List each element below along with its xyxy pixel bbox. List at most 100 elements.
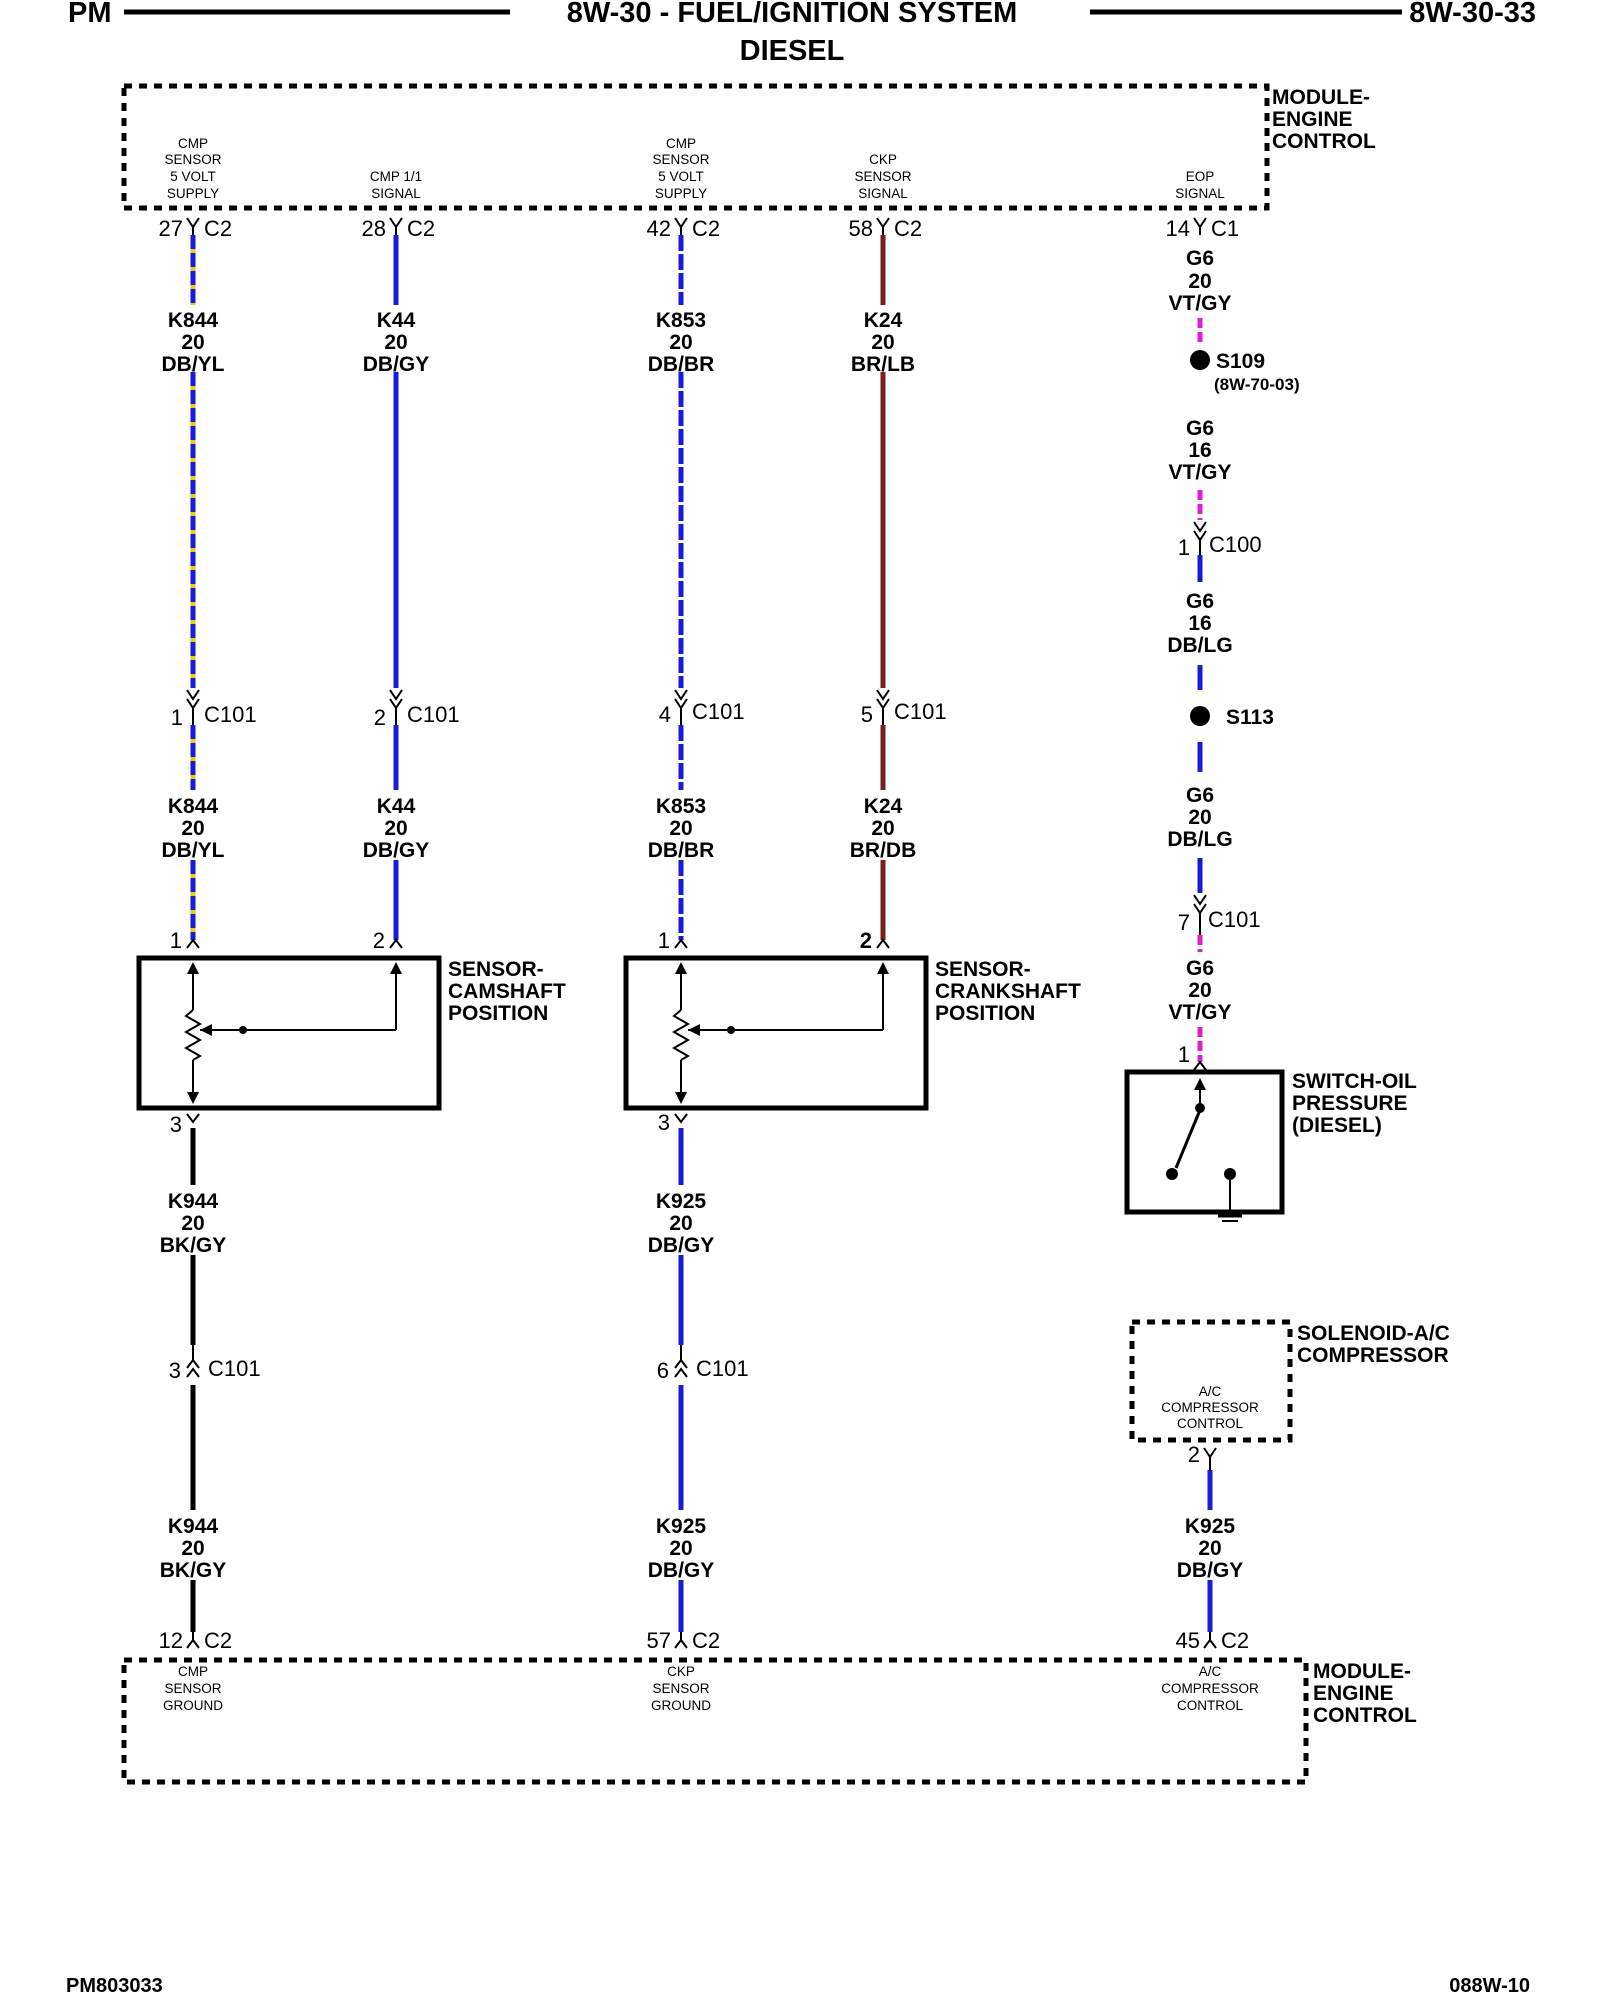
svg-text:G6: G6 [1186, 784, 1214, 807]
svg-text:20: 20 [1188, 806, 1211, 829]
svg-text:K925: K925 [1185, 1515, 1236, 1538]
svg-text:SENSOR-: SENSOR- [448, 958, 544, 981]
svg-text:5: 5 [861, 702, 873, 727]
svg-text:BK/GY: BK/GY [160, 1234, 227, 1257]
wire-label-k844-upper: K844 20 DB/YL [162, 306, 225, 376]
svg-text:G6: G6 [1186, 957, 1214, 980]
oil-switch-label: SWITCH-OIL PRESSURE (DIESEL) [1292, 1070, 1417, 1137]
svg-text:BR/LB: BR/LB [851, 353, 915, 376]
svg-text:DB/GY: DB/GY [1177, 1559, 1244, 1582]
svg-text:A/C: A/C [1199, 1664, 1222, 1679]
svg-text:20: 20 [669, 331, 692, 354]
inline-connector-c101-pin4: 4 C101 [659, 689, 745, 727]
svg-text:20: 20 [181, 817, 204, 840]
header-right: 8W-30-33 [1409, 0, 1536, 29]
ecm-top-pin-ckp-signal: CKP SENSOR SIGNAL [854, 152, 911, 201]
svg-text:SIGNAL: SIGNAL [371, 186, 421, 201]
svg-text:CKP: CKP [667, 1664, 695, 1679]
svg-text:16: 16 [1188, 439, 1211, 462]
svg-text:K44: K44 [377, 795, 416, 818]
svg-text:G6: G6 [1186, 247, 1214, 270]
oil-switch-pin1: 1 [1178, 1042, 1207, 1071]
wire-label-k853-lower: K853 20 DB/BR [648, 792, 714, 862]
svg-text:SENSOR: SENSOR [854, 169, 911, 184]
splice-s113: S113 [1190, 706, 1274, 729]
svg-text:BR/DB: BR/DB [850, 839, 917, 862]
svg-text:SENSOR: SENSOR [652, 1681, 709, 1696]
ecm-top-pin-eop-signal: EOP SIGNAL [1175, 169, 1225, 201]
inline-connector-c100-pin1: 1 C100 [1178, 521, 1262, 560]
ecm-bottom-pin-ac-control: A/C COMPRESSOR CONTROL [1161, 1664, 1259, 1713]
cmp-sensor-label: SENSOR- CAMSHAFT POSITION [448, 958, 566, 1025]
ecm-pin-12: 12 C2 [159, 1628, 233, 1653]
footer-right: 088W-10 [1449, 1975, 1530, 1997]
svg-text:DB/GY: DB/GY [363, 839, 430, 862]
svg-text:VT/GY: VT/GY [1168, 292, 1231, 315]
svg-text:1: 1 [171, 705, 183, 730]
footer-left: PM803033 [66, 1975, 163, 1997]
svg-text:5 VOLT: 5 VOLT [170, 169, 216, 184]
ckp-sensor-label: SENSOR- CRANKSHAFT POSITION [935, 958, 1081, 1025]
ac-solenoid-pin2: 2 [1188, 1442, 1217, 1470]
svg-text:GROUND: GROUND [651, 1698, 711, 1713]
wire-label-g6-20-dblg: G6 20 DB/LG [1167, 782, 1233, 852]
wire-label-k853-upper: K853 20 DB/BR [648, 306, 714, 376]
svg-text:VT/GY: VT/GY [1168, 461, 1231, 484]
ecm-top-box [121, 83, 1270, 211]
wire-label-g6-20-vtgy-bottom: G6 20 VT/GY [1168, 955, 1232, 1025]
wire-label-k844-lower: K844 20 DB/YL [162, 792, 225, 862]
svg-text:CONTROL: CONTROL [1313, 1704, 1417, 1727]
inline-connector-c101-pin7: 7 C101 [1178, 894, 1261, 935]
svg-text:K24: K24 [864, 795, 903, 818]
svg-text:28: 28 [362, 216, 386, 241]
svg-text:CRANKSHAFT: CRANKSHAFT [935, 980, 1081, 1003]
svg-text:SOLENOID-A/C: SOLENOID-A/C [1297, 1322, 1450, 1345]
svg-text:20: 20 [181, 1212, 204, 1235]
svg-text:K844: K844 [168, 795, 219, 818]
svg-text:2: 2 [1188, 1442, 1200, 1467]
svg-text:S113: S113 [1226, 706, 1274, 729]
svg-text:6: 6 [657, 1358, 669, 1383]
svg-text:C2: C2 [692, 1628, 720, 1653]
svg-text:K925: K925 [656, 1515, 707, 1538]
svg-text:20: 20 [181, 1537, 204, 1560]
svg-text:(8W-70-03): (8W-70-03) [1214, 375, 1300, 394]
cmp-sensor-pin1: 1 [170, 928, 200, 953]
svg-text:C2: C2 [204, 216, 232, 241]
ecm-pin-58: 58 C2 [849, 216, 923, 241]
svg-text:DB/GY: DB/GY [648, 1559, 715, 1582]
header-left: PM [68, 0, 112, 29]
splice-s109: S109 (8W-70-03) [1190, 350, 1300, 394]
svg-text:C101: C101 [407, 702, 460, 727]
svg-text:C2: C2 [894, 216, 922, 241]
ckp-sensor [623, 955, 929, 1111]
svg-text:SENSOR: SENSOR [164, 1681, 221, 1696]
svg-text:CMP: CMP [178, 136, 208, 151]
svg-text:3: 3 [170, 1112, 182, 1137]
svg-text:K853: K853 [656, 795, 706, 818]
svg-text:SUPPLY: SUPPLY [167, 186, 219, 201]
svg-text:C101: C101 [204, 702, 257, 727]
wire-label-k944-upper: K944 20 BK/GY [160, 1187, 227, 1257]
ecm-bottom-pin-ckp-ground: CKP SENSOR GROUND [651, 1664, 711, 1713]
svg-text:C2: C2 [1221, 1628, 1249, 1653]
ac-solenoid-label: SOLENOID-A/C COMPRESSOR [1297, 1322, 1450, 1367]
svg-text:ENGINE: ENGINE [1313, 1682, 1394, 1705]
svg-text:S109: S109 [1216, 350, 1265, 373]
inline-connector-c101-pin2: 2 C101 [374, 689, 460, 730]
svg-text:20: 20 [384, 331, 407, 354]
oil-pressure-switch [1124, 1069, 1285, 1222]
svg-text:1: 1 [170, 928, 182, 953]
svg-text:14: 14 [1166, 216, 1190, 241]
svg-text:GROUND: GROUND [163, 1698, 223, 1713]
svg-text:45: 45 [1176, 1628, 1200, 1653]
svg-text:2: 2 [373, 928, 385, 953]
wire-label-k925-ckp-upper: K925 20 DB/GY [648, 1187, 714, 1257]
svg-text:C2: C2 [692, 216, 720, 241]
wire-label-g6-16-dblg: G6 16 DB/LG [1167, 588, 1233, 658]
svg-text:CAMSHAFT: CAMSHAFT [448, 980, 566, 1003]
ecm-pin-42: 42 C2 [647, 216, 721, 241]
svg-text:C101: C101 [692, 699, 745, 724]
svg-text:MODULE-: MODULE- [1272, 86, 1370, 109]
